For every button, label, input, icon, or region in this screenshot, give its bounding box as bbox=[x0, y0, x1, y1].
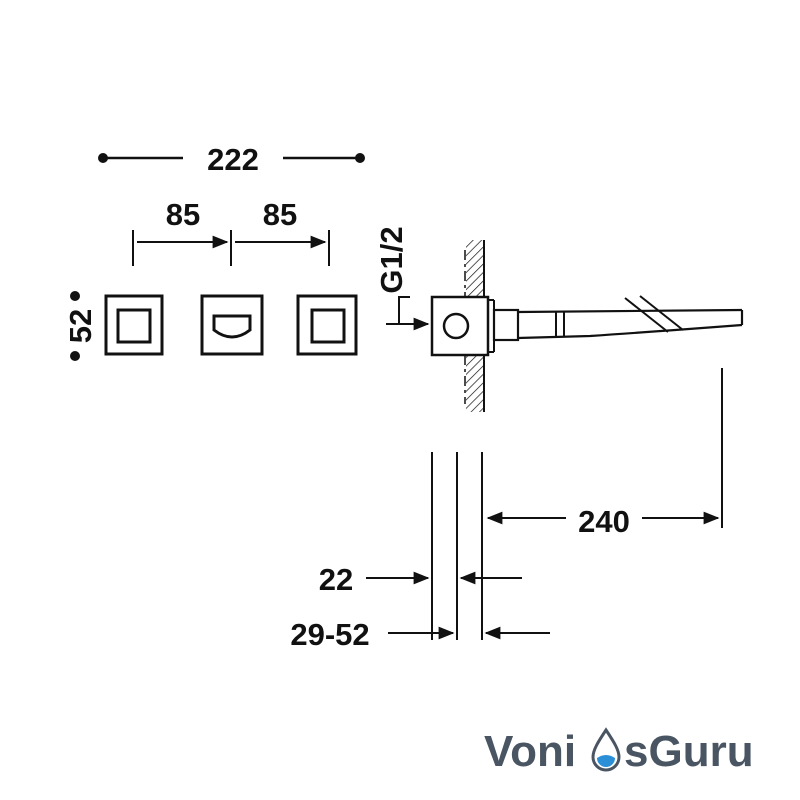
plate-height-label: 52 bbox=[63, 309, 98, 343]
spacing-dimension: 85 85 bbox=[132, 197, 330, 266]
thread-callout: G1/2 bbox=[374, 226, 430, 331]
wall-range-label: 29-52 bbox=[290, 617, 369, 652]
plate-height-dimension: 52 bbox=[63, 291, 98, 361]
spout-length-dimension: 240 bbox=[486, 368, 723, 539]
total-width-label: 222 bbox=[207, 142, 259, 177]
spout-length-label: 240 bbox=[578, 504, 630, 539]
spacing-right-label: 85 bbox=[263, 197, 297, 232]
spacing-left-label: 85 bbox=[166, 197, 200, 232]
wall-range-dimension: 29-52 bbox=[290, 617, 550, 652]
plate-depth-label: 22 bbox=[319, 562, 353, 597]
depth-extension-lines bbox=[431, 452, 483, 640]
plate-depth-dimension: 22 bbox=[319, 562, 522, 597]
valve-body bbox=[430, 295, 495, 357]
vonios-guru-logo: Voni sGuru bbox=[484, 727, 754, 776]
thread-label: G1/2 bbox=[374, 226, 409, 293]
control-plate-center bbox=[200, 294, 264, 356]
control-plate-left bbox=[104, 294, 164, 356]
control-plate-right bbox=[296, 294, 358, 356]
spout bbox=[492, 295, 744, 342]
logo-text-part2: sGuru bbox=[624, 727, 754, 776]
logo-text-part1: Voni bbox=[484, 727, 576, 776]
total-width-dimension: 222 bbox=[98, 142, 365, 177]
